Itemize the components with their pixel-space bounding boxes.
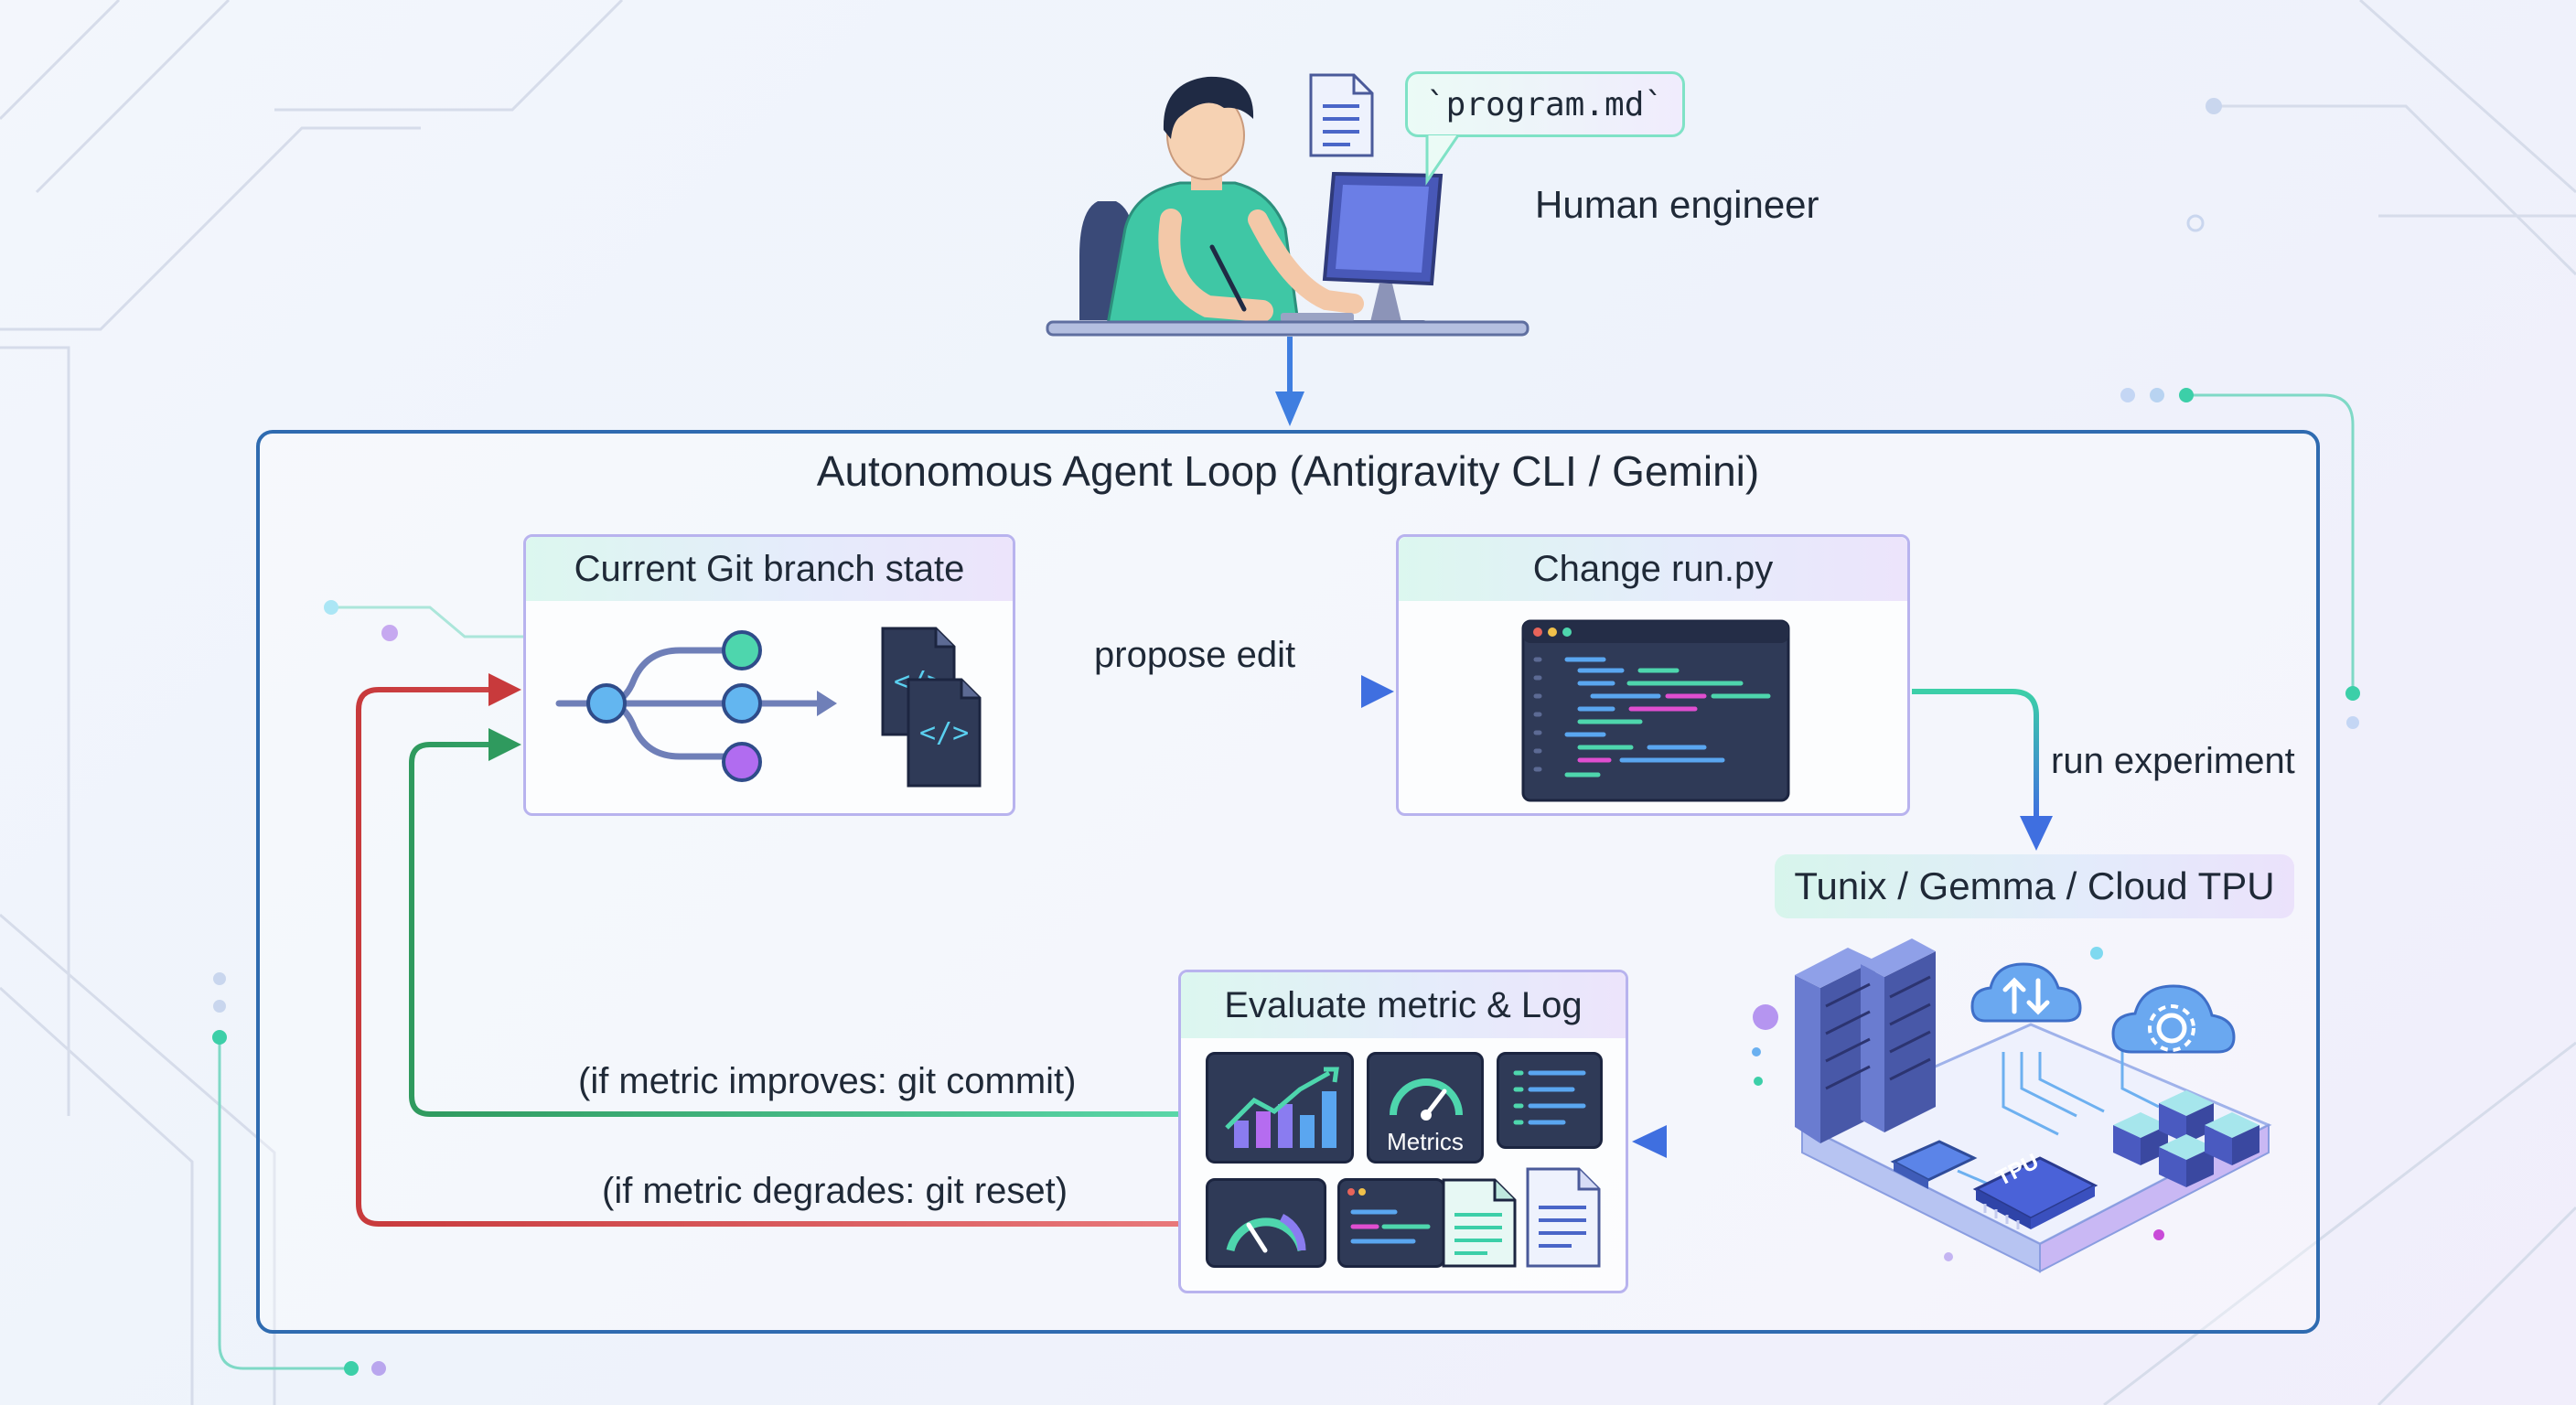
edge-label-git-reset: (if metric degrades: git reset) [602,1171,1068,1211]
log-list-tile [1497,1052,1603,1149]
code-editor-icon [1521,619,1790,802]
human-engineer-illustration [1046,73,1530,337]
bar-chart-tile [1206,1052,1354,1164]
node-evaluate-metric-log-title: Evaluate metric & Log [1181,972,1626,1038]
speech-bubble-tail [1425,134,1460,186]
code-log-icon [1347,1188,1431,1244]
node-git-branch-state: Current Git branch state </> </> [523,534,1015,816]
node-change-run-py-title: Change run.py [1399,537,1907,601]
git-branch-icon: </> </> [555,627,982,788]
metrics-gauge-tile: Metrics [1367,1052,1484,1164]
log-document-icon [1526,1167,1601,1268]
gauge-icon [1390,1078,1463,1121]
svg-text:</>: </> [919,717,969,749]
agent-loop-title: Autonomous Agent Loop (Antigravity CLI /… [816,447,1760,495]
node-git-branch-state-title: Current Git branch state [526,537,1013,601]
node-change-run-py: Change run.py [1396,534,1910,816]
human-engineer-label: Human engineer [1535,183,1819,226]
code-log-tile [1337,1178,1445,1268]
edge-label-propose-edit: propose edit [1094,635,1296,675]
bar-chart-icon [1225,1067,1339,1148]
cloud-tpu-infrastructure-illustration [1752,938,2272,1273]
edge-label-run-experiment: run experiment [2051,741,2295,781]
report-document-icon [1442,1178,1517,1268]
speed-gauge-tile [1206,1178,1326,1268]
log-list-icon [1513,1070,1586,1125]
speech-bubble-text: `program.md` [1425,85,1665,123]
node-platform-title: Tunix / Gemma / Cloud TPU [1794,864,2275,907]
node-platform-tunix-gemma-tpu: Tunix / Gemma / Cloud TPU [1775,854,2294,918]
speech-bubble-program-md: `program.md` [1405,71,1685,137]
edge-label-git-commit: (if metric improves: git commit) [578,1061,1077,1101]
metrics-tile-label: Metrics [1387,1128,1464,1155]
speedometer-icon [1226,1213,1306,1253]
